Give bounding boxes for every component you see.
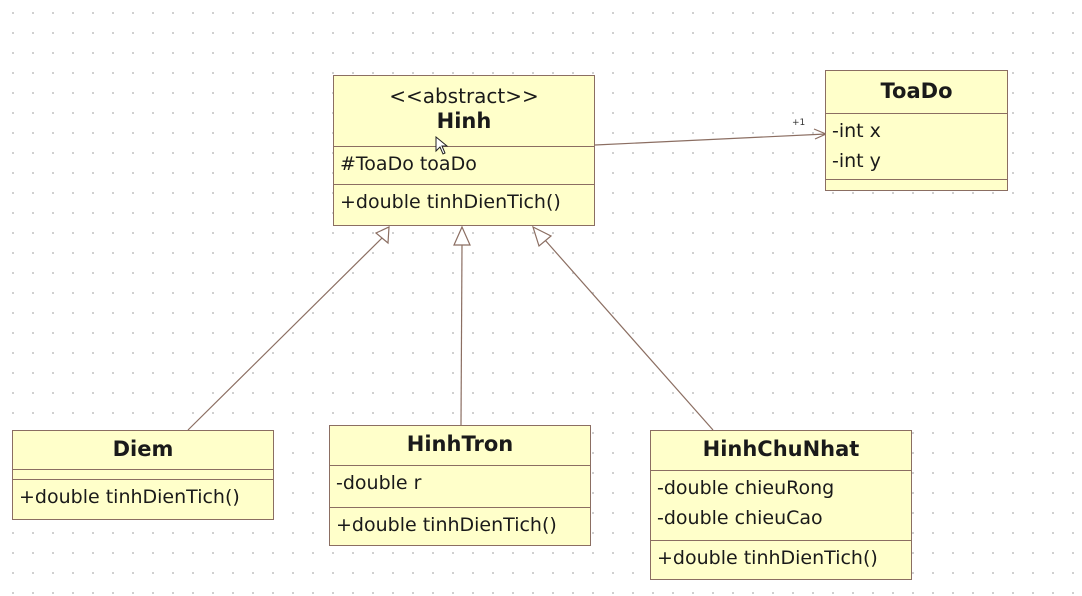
generalization-hinhchunhat-line[interactable] <box>544 239 714 431</box>
class-hinhtron-name: HinhTron <box>406 432 514 456</box>
association-toado-line[interactable] <box>594 133 827 146</box>
class-toado-operations <box>826 180 1007 190</box>
generalization-hinhtron-arrowhead <box>453 225 471 246</box>
class-diem[interactable]: Diem +double tinhDienTich() <box>12 430 274 520</box>
operation-row: +double tinhDienTich() <box>19 486 240 508</box>
operation-row: +double tinhDienTich() <box>340 191 561 213</box>
class-hinhchunhat[interactable]: HinhChuNhat -double chieuRong -double ch… <box>650 430 912 580</box>
class-toado-header: ToaDo <box>826 71 1007 114</box>
class-hinh-header: <<abstract>> Hinh <box>334 76 594 147</box>
class-hinhchunhat-operations: +double tinhDienTich() <box>651 541 911 579</box>
class-hinh[interactable]: <<abstract>> Hinh #ToaDo toaDo +double t… <box>333 75 595 226</box>
class-hinh-name: Hinh <box>436 109 492 133</box>
class-hinh-attributes: #ToaDo toaDo <box>334 147 594 185</box>
generalization-hinhchunhat-arrowhead <box>532 225 553 248</box>
attribute-row: #ToaDo toaDo <box>340 153 477 175</box>
class-toado[interactable]: ToaDo -int x -int y <box>825 70 1008 191</box>
operation-row: +double tinhDienTich() <box>336 514 557 536</box>
generalization-diem-arrowhead <box>374 226 390 245</box>
association-multiplicity: +1 <box>792 118 806 128</box>
attribute-row: -double r <box>336 472 422 494</box>
class-hinhtron-operations: +double tinhDienTich() <box>330 508 590 545</box>
attribute-row: -int y <box>832 150 881 172</box>
class-diem-name: Diem <box>112 437 174 461</box>
mouse-cursor-icon <box>435 136 449 155</box>
class-diem-header: Diem <box>13 431 273 470</box>
class-hinhchunhat-header: HinhChuNhat <box>651 431 911 471</box>
attribute-row: -double chieuRong <box>657 477 835 499</box>
class-toado-attributes: -int x -int y <box>826 114 1007 180</box>
class-hinhtron-header: HinhTron <box>330 426 590 466</box>
class-diem-operations: +double tinhDienTich() <box>13 480 273 518</box>
class-toado-name: ToaDo <box>880 79 953 103</box>
class-hinhchunhat-name: HinhChuNhat <box>702 437 860 461</box>
operation-row: +double tinhDienTich() <box>657 547 878 569</box>
class-hinhtron-attributes: -double r <box>330 466 590 508</box>
generalization-diem-line[interactable] <box>187 237 383 431</box>
generalization-hinhtron-line[interactable] <box>460 244 463 426</box>
attribute-row: -int x <box>832 120 881 142</box>
attribute-row: -double chieuCao <box>657 507 823 529</box>
class-hinh-operations: +double tinhDienTich() <box>334 185 594 225</box>
class-hinhtron[interactable]: HinhTron -double r +double tinhDienTich(… <box>329 425 591 546</box>
class-hinhchunhat-attributes: -double chieuRong -double chieuCao <box>651 471 911 541</box>
class-hinh-stereotype: <<abstract>> <box>389 84 539 108</box>
class-diem-attributes <box>13 470 273 480</box>
